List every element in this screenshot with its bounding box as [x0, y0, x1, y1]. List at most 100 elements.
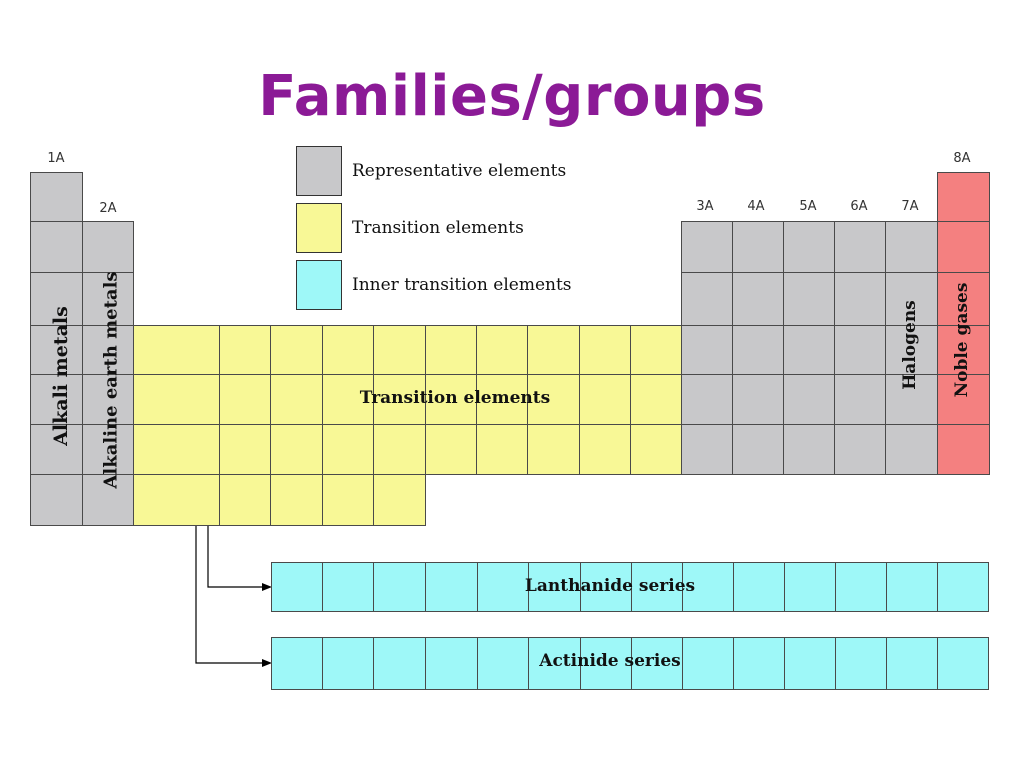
actinide-cell [477, 637, 529, 690]
actinide-cell [425, 637, 478, 690]
element-cell [30, 221, 83, 273]
noble-gases-label: Noble gases [952, 282, 972, 398]
element-cell [133, 474, 220, 526]
group-label-5a: 5A [799, 199, 817, 214]
legend-label-inner-transition: Inner transition elements [352, 275, 572, 295]
legend-label-representative: Representative elements [352, 161, 567, 181]
group-label-4a: 4A [747, 199, 765, 214]
element-cell [885, 374, 938, 425]
element-cell [82, 374, 134, 425]
actinide-cell [733, 637, 785, 690]
element-cell [270, 374, 323, 425]
element-cell [579, 325, 631, 375]
actinide-cell [271, 637, 323, 690]
actinide-cell [886, 637, 938, 690]
element-cell [425, 325, 477, 375]
group-label-1a: 1A [47, 151, 65, 166]
lanthanide-cell [631, 562, 683, 612]
alkali-metals-label: Alkali metals [50, 306, 72, 446]
legend-swatch-inner-transition [296, 260, 342, 310]
element-cell [885, 325, 938, 375]
element-cell [681, 325, 733, 375]
element-cell [82, 474, 134, 526]
actinide-series-label: Actinide series [539, 651, 681, 671]
element-cell [732, 374, 784, 425]
element-cell [425, 424, 477, 475]
actinide-cell [322, 637, 374, 690]
group-label-3a: 3A [696, 199, 714, 214]
actinide-arrow-icon [262, 659, 272, 667]
element-cell [630, 424, 682, 475]
element-cell [30, 474, 83, 526]
element-cell [322, 424, 374, 475]
element-cell [219, 424, 271, 475]
element-cell [82, 272, 134, 326]
element-cell [681, 221, 733, 273]
lanthanide-cell [425, 562, 478, 612]
lanthanide-cell [733, 562, 785, 612]
legend-swatch-transition [296, 203, 342, 253]
element-cell [373, 325, 426, 375]
actinide-cell [373, 637, 426, 690]
element-cell [937, 172, 990, 222]
lanthanide-series-label: Lanthanide series [524, 576, 696, 596]
group-label-7a: 7A [901, 199, 919, 214]
element-cell [579, 374, 631, 425]
element-cell [783, 272, 835, 326]
element-cell [527, 424, 580, 475]
element-cell [783, 221, 835, 273]
element-cell [476, 424, 528, 475]
element-cell [219, 325, 271, 375]
element-cell [732, 424, 784, 475]
element-cell [783, 325, 835, 375]
element-cell [732, 221, 784, 273]
element-cell [133, 325, 220, 375]
element-cell [133, 374, 220, 425]
element-cell [82, 424, 134, 475]
element-cell [270, 325, 323, 375]
element-cell [834, 374, 886, 425]
legend-label-transition: Transition elements [352, 218, 524, 238]
element-cell [937, 424, 990, 475]
element-cell [322, 325, 374, 375]
element-cell [133, 424, 220, 475]
element-cell [937, 374, 990, 425]
element-cell [937, 325, 990, 375]
element-cell [476, 325, 528, 375]
element-cell [834, 325, 886, 375]
lanthanide-cell [373, 562, 426, 612]
element-cell [885, 221, 938, 273]
lanthanide-cell [682, 562, 734, 612]
element-cell [783, 374, 835, 425]
element-cell [834, 424, 886, 475]
element-cell [834, 272, 886, 326]
element-cell [270, 474, 323, 526]
transition-elements-label: Transition elements [359, 388, 551, 408]
element-cell [732, 272, 784, 326]
actinide-cell [580, 637, 632, 690]
element-cell [885, 424, 938, 475]
element-cell [82, 221, 134, 273]
halogens-label: Halogens [900, 300, 920, 390]
element-cell [527, 374, 580, 425]
element-cell [270, 424, 323, 475]
element-cell [681, 272, 733, 326]
element-cell [630, 325, 682, 375]
lanthanide-cell [322, 562, 374, 612]
group-label-8a: 8A [953, 151, 971, 166]
element-cell [937, 272, 990, 326]
lanthanide-cell [528, 562, 581, 612]
lanthanide-cell [580, 562, 632, 612]
alkaline-earth-metals-label: Alkaline earth metals [100, 271, 122, 489]
element-cell [937, 221, 990, 273]
actinide-cell [528, 637, 581, 690]
element-cell [681, 374, 733, 425]
element-cell [30, 172, 83, 222]
lanthanide-cell [835, 562, 887, 612]
lanthanide-cell [937, 562, 989, 612]
lanthanide-cell [271, 562, 323, 612]
element-cell [579, 424, 631, 475]
lanthanide-cell [784, 562, 836, 612]
element-cell [373, 474, 426, 526]
lanthanide-cell [477, 562, 529, 612]
